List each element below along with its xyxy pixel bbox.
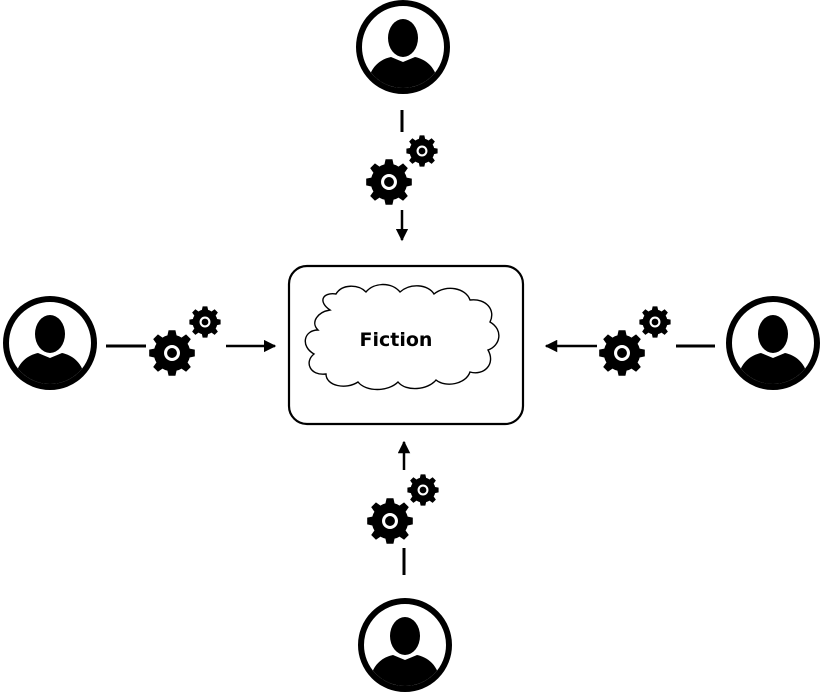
cloud-shape: Fiction — [304, 283, 500, 391]
left-node — [6, 299, 94, 388]
gears-icon — [599, 306, 670, 375]
user-icon — [361, 601, 449, 690]
center-label: Fiction — [360, 329, 433, 351]
gears-icon — [366, 135, 437, 204]
gears-icon — [367, 474, 438, 543]
gears-icon — [149, 306, 220, 375]
user-icon — [6, 299, 94, 388]
right-node — [729, 299, 817, 388]
user-icon — [729, 299, 817, 388]
top-node — [359, 3, 447, 92]
right-connector — [544, 306, 715, 375]
top-connector — [366, 110, 437, 242]
left-connector — [106, 306, 277, 375]
bottom-connector — [367, 440, 438, 575]
bottom-node — [361, 601, 449, 690]
user-icon — [359, 3, 447, 92]
